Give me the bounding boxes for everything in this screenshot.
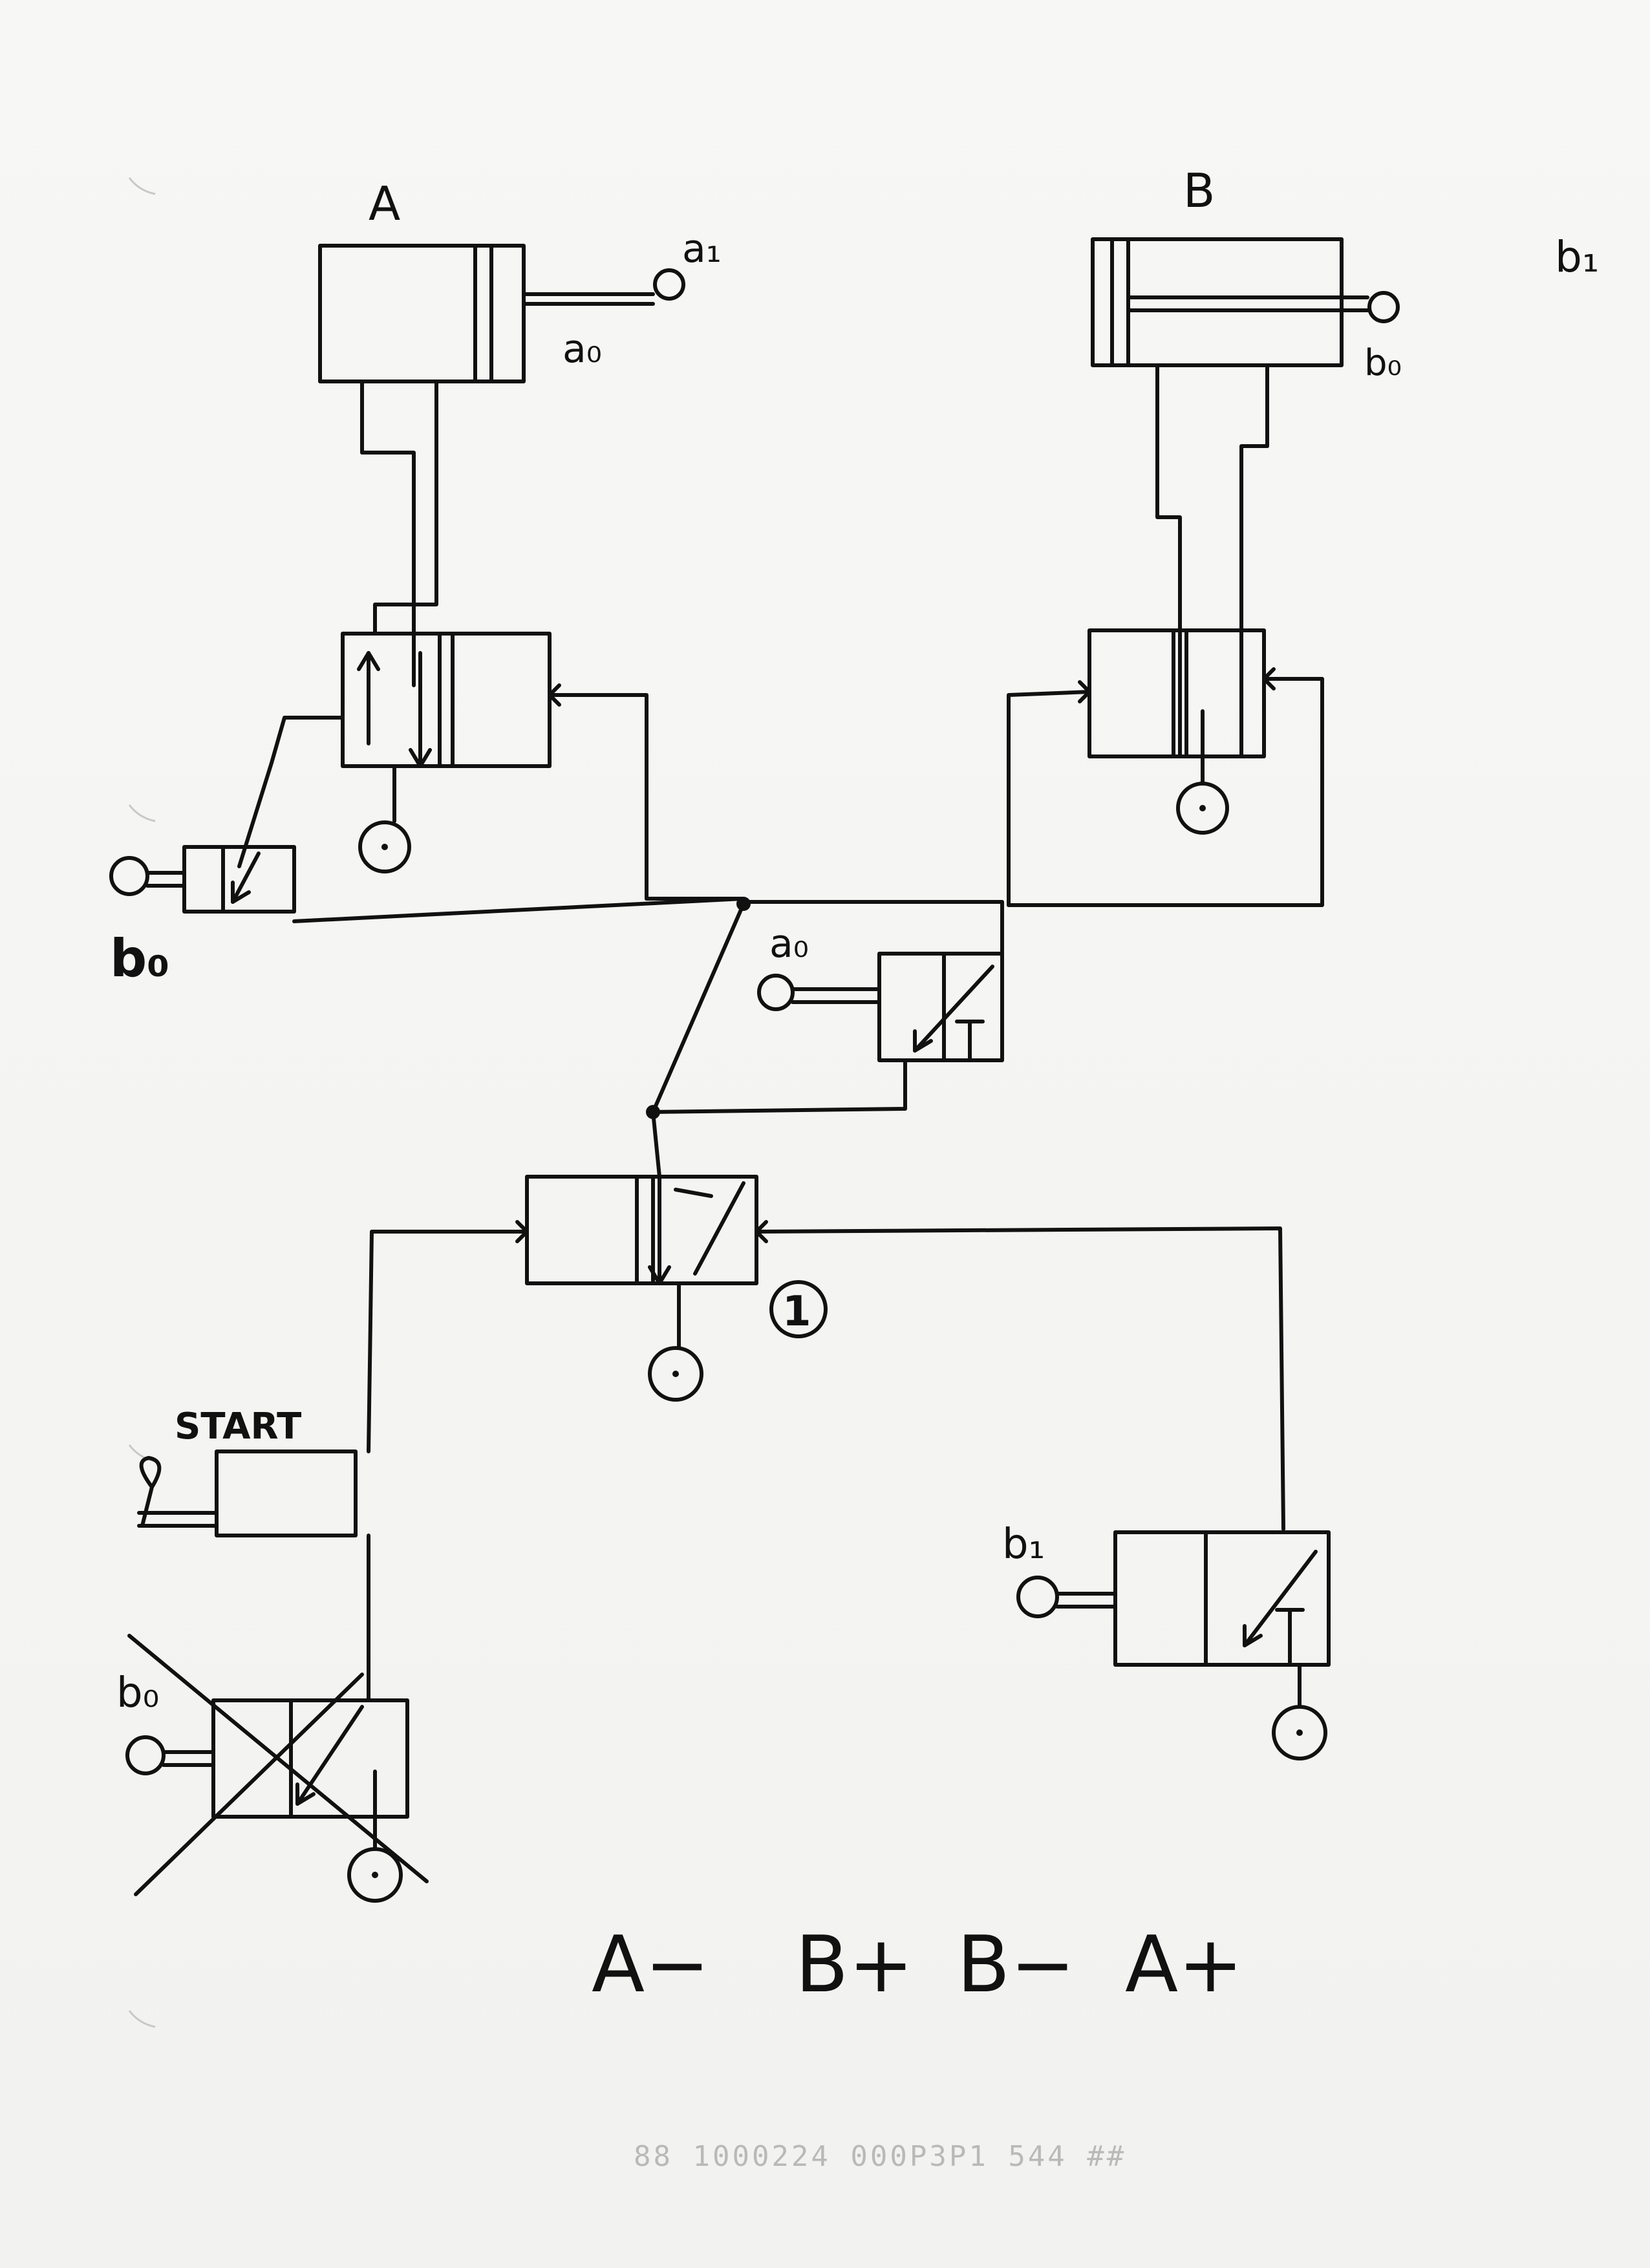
motion-sequence: A− B+ B− A+: [592, 1920, 1243, 2010]
start-label: START: [175, 1406, 301, 1448]
memory-valve-number: 1: [782, 1288, 811, 1336]
limit-b1-top-label: b₁: [1555, 232, 1599, 282]
memory-valve-1: [515, 1175, 828, 1402]
cylinder-a: [318, 244, 685, 455]
limit-switch-b1-bottom: [1016, 1530, 1331, 1760]
valve-a: [237, 451, 648, 901]
valve-b: [1007, 444, 1324, 907]
page-footer-code: 88 1000224 000P3P1 544 ##: [634, 2140, 1127, 2173]
cylinder-a-label: A: [369, 177, 400, 231]
limit-b0-top-label: b₀: [1364, 342, 1402, 384]
start-button-valve: [137, 1450, 370, 1702]
limit-b0-left-label: b₀: [110, 928, 169, 989]
cylinder-b: [1091, 237, 1400, 448]
limit-a0-mid-label: a₀: [769, 921, 809, 967]
limit-a0-label: a₀: [562, 326, 602, 372]
limit-b1-bottom-label: b₁: [1002, 1521, 1045, 1568]
limit-switch-b0-bottom: [125, 1634, 429, 1903]
limit-switch-b0-left: [109, 845, 745, 923]
sequence-step-2: B+: [795, 1920, 914, 2010]
sequence-step-1: A−: [592, 1920, 710, 2010]
cylinder-b-label: B: [1183, 164, 1215, 218]
sequence-step-4: A+: [1125, 1920, 1243, 2010]
supply-lines: [645, 897, 907, 1179]
signal-lines-lower: [367, 1226, 1285, 1531]
limit-a1-label: a₁: [682, 226, 722, 272]
limit-b0-bottom-label: b₀: [116, 1669, 159, 1717]
punch-holes: [128, 177, 156, 2028]
sequence-step-3: B−: [957, 1920, 1075, 2010]
